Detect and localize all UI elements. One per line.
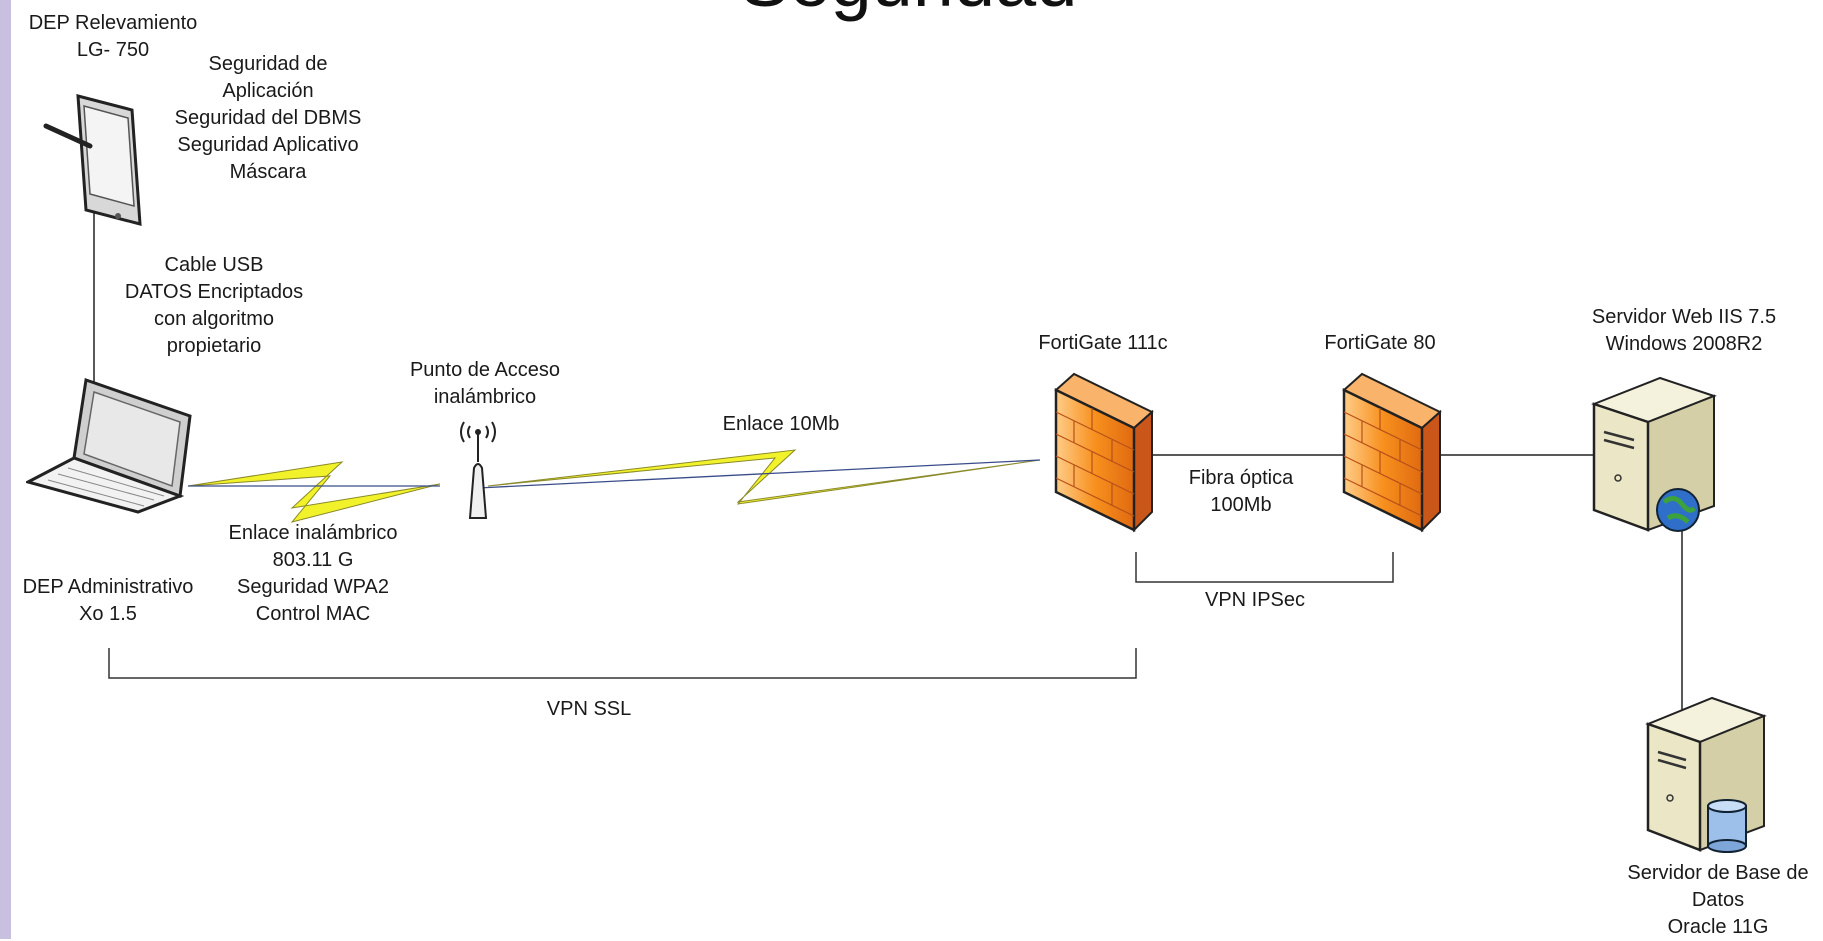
link-10mb-bolt <box>487 449 1041 505</box>
web-server-icon <box>1591 376 1717 532</box>
tablet-icon <box>43 94 142 226</box>
slide-side-bar <box>0 0 11 939</box>
vpn-ssl-label: VPN SSL <box>546 698 632 720</box>
firewall-fortigate-111c-icon <box>1054 372 1154 533</box>
wireless-link-bolt <box>187 461 441 523</box>
database-server-icon <box>1645 696 1767 853</box>
vpn-ipsec-label: VPN IPSec <box>1204 589 1306 611</box>
database-icon <box>1707 799 1747 853</box>
vpn-ssl-bracket <box>108 648 1137 679</box>
fortigate-111c-label: FortiGate 111c <box>1038 332 1168 354</box>
access-point-icon <box>460 421 496 519</box>
fortigate-80-label: FortiGate 80 <box>1324 332 1436 354</box>
laptop-icon <box>26 377 192 514</box>
firewall-fortigate-80-icon <box>1342 372 1442 533</box>
vpn-ipsec-bracket <box>1135 552 1394 583</box>
diagram-title: Seguridad <box>740 0 1077 23</box>
link-10mb-note: Enlace 10Mb <box>722 413 840 435</box>
